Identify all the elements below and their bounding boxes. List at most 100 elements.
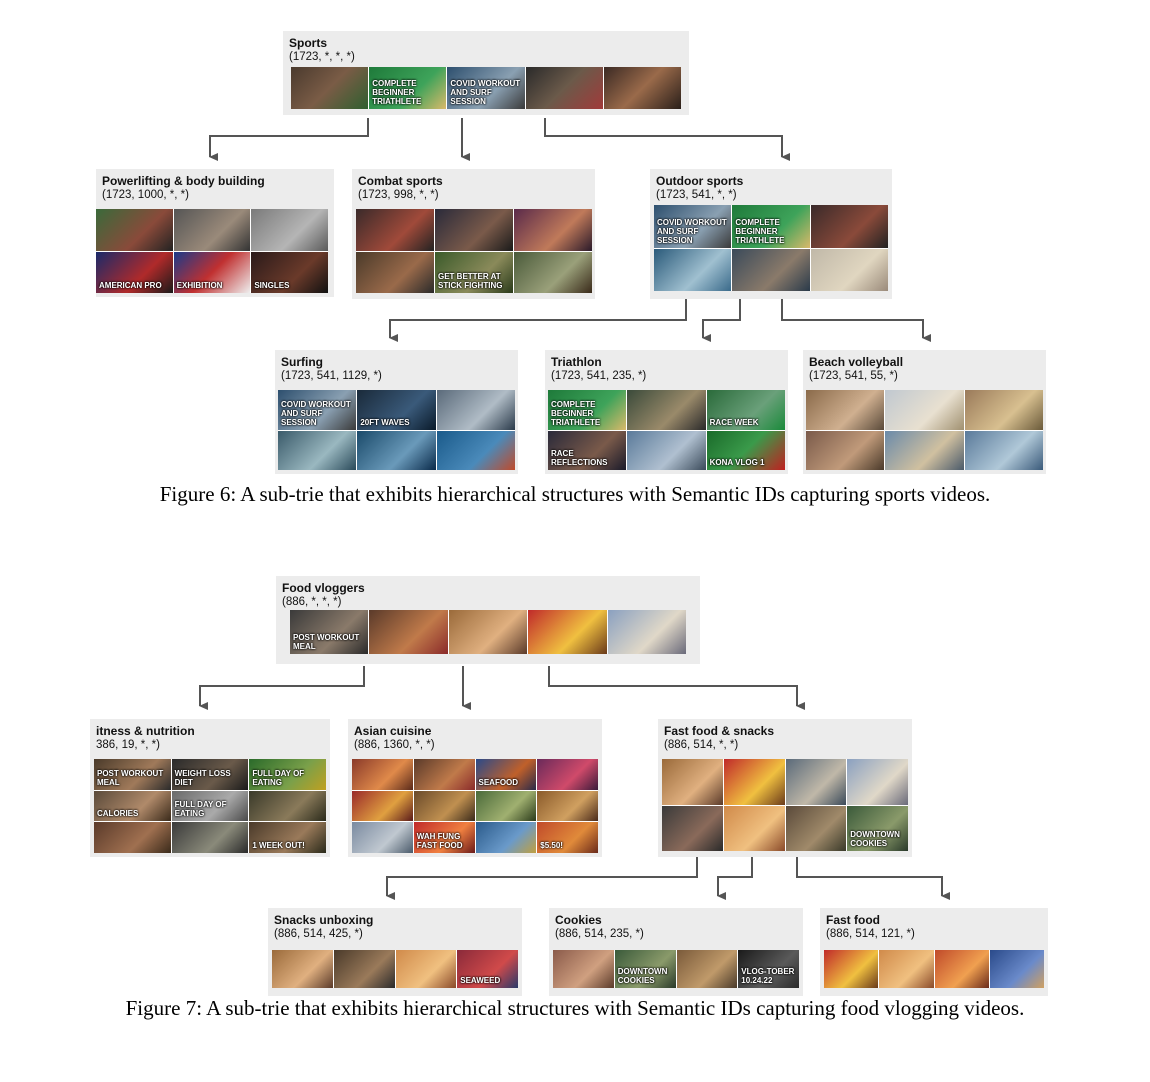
video-thumbnail: Calories <box>94 790 171 822</box>
video-thumbnail <box>356 251 434 293</box>
video-thumbnail: Seafood <box>475 759 537 790</box>
node-title: Fast food <box>826 913 880 927</box>
thumbnail-grid: Downtown cookies <box>662 759 908 851</box>
trie-node-powerlifting: Powerlifting & body building (1723, 1000… <box>96 169 334 297</box>
video-thumbnail: American Pro <box>96 251 173 293</box>
trie-node-asian-cuisine: Asian cuisine (886, 1360, *, *) Seafood … <box>348 719 602 857</box>
video-thumbnail <box>810 205 888 248</box>
thumbnail-grid: Covid workout and surf session 20ft wave… <box>278 390 515 470</box>
video-thumbnail: Exhibition <box>173 251 251 293</box>
semantic-id: (886, 514, *, *) <box>664 739 739 751</box>
video-thumbnail <box>885 390 964 430</box>
video-thumbnail <box>537 759 598 790</box>
video-thumbnail: Complete beginner triathlete <box>548 390 627 430</box>
video-thumbnail <box>278 430 357 470</box>
video-thumbnail: Singles <box>251 251 328 293</box>
video-thumbnail <box>824 950 879 988</box>
video-thumbnail: 20ft waves <box>357 390 436 430</box>
video-thumbnail <box>251 209 328 251</box>
video-thumbnail: Kona vlog 1 <box>706 430 785 470</box>
video-thumbnail <box>413 759 475 790</box>
trie-node-cookies: Cookies (886, 514, 235, *) Downtown cook… <box>549 908 803 996</box>
video-thumbnail: Post workout meal <box>94 759 171 790</box>
video-thumbnail: Vlog-tober 10.24.22 <box>738 950 799 988</box>
semantic-id: (1723, *, *, *) <box>289 51 355 63</box>
video-thumbnail: Covid workout and surf session <box>654 205 732 248</box>
figure-caption: Figure 6: A sub-trie that exhibits hiera… <box>159 482 991 506</box>
arrow-fastfood-to-fast-food <box>796 857 950 900</box>
trie-node-outdoor-sports: Outdoor sports (1723, 541, *, *) Covid w… <box>650 169 892 299</box>
video-thumbnail <box>654 248 732 291</box>
video-thumbnail <box>806 430 885 470</box>
trie-node-fast-food-snacks: Fast food & snacks (886, 514, *, *) Down… <box>658 719 912 857</box>
video-thumbnail <box>249 790 326 822</box>
semantic-id: (886, 514, 235, *) <box>555 928 644 940</box>
video-thumbnail: Race reflections <box>548 430 627 470</box>
video-thumbnail <box>333 950 395 988</box>
trie-node-sports: Sports (1723, *, *, *) Complete beginner… <box>283 31 689 115</box>
video-thumbnail <box>810 248 888 291</box>
video-thumbnail <box>525 67 603 109</box>
video-thumbnail: $5.50! <box>537 822 598 853</box>
node-title: Powerlifting & body building <box>102 174 265 188</box>
video-thumbnail <box>627 390 706 430</box>
arrow-sports-to-outdoor <box>544 118 790 161</box>
video-thumbnail <box>514 251 592 293</box>
thumbnail-grid: Get better at stick fighting <box>356 209 592 293</box>
semantic-id: (1723, 541, 235, *) <box>551 370 647 382</box>
semantic-id: (1723, 541, *, *) <box>656 189 737 201</box>
node-title: itness & nutrition <box>96 724 195 738</box>
arrow-sports-to-powerlifting <box>209 118 369 161</box>
video-thumbnail <box>356 209 434 251</box>
video-thumbnail: 1 week out! <box>249 822 326 853</box>
thumbnail-grid: American Pro Exhibition Singles <box>96 209 328 293</box>
thumbnail-strip: Seaweed <box>272 950 518 988</box>
trie-node-triathlon: Triathlon (1723, 541, 235, *) Complete b… <box>545 350 788 474</box>
video-thumbnail <box>785 759 847 805</box>
video-thumbnail <box>94 822 171 853</box>
thumbnail-strip: Post workout meal <box>290 610 686 654</box>
video-thumbnail <box>435 209 513 251</box>
video-thumbnail <box>964 430 1043 470</box>
video-thumbnail <box>436 390 515 430</box>
video-thumbnail <box>171 822 249 853</box>
thumbnail-strip: Downtown cookies Vlog-tober 10.24.22 <box>553 950 799 988</box>
video-thumbnail: Weight loss diet <box>171 759 249 790</box>
thumbnail-grid: Complete beginner triathlete Race week R… <box>548 390 785 470</box>
arrow-food-to-fastfood-snacks <box>548 666 805 710</box>
video-thumbnail <box>352 790 413 822</box>
video-thumbnail <box>352 822 413 853</box>
video-thumbnail <box>723 759 785 805</box>
video-thumbnail: Covid workout and surf session <box>278 390 357 430</box>
video-thumbnail: Get better at stick fighting <box>435 251 513 293</box>
video-thumbnail <box>272 950 333 988</box>
video-thumbnail <box>413 790 475 822</box>
thumbnail-grid: Seafood Wah Fung fast food $5.50! <box>352 759 598 853</box>
arrow-fastfood-to-cookies <box>717 857 753 900</box>
trie-node-food-vloggers: Food vloggers (886, *, *, *) Post workou… <box>276 576 700 664</box>
video-thumbnail: Downtown cookies <box>847 805 908 851</box>
video-thumbnail <box>885 430 964 470</box>
semantic-id: (1723, 1000, *, *) <box>102 189 189 201</box>
trie-node-surfing: Surfing (1723, 541, 1129, *) Covid worko… <box>275 350 518 474</box>
video-thumbnail <box>989 950 1044 988</box>
video-thumbnail <box>475 790 537 822</box>
semantic-id: (1723, 998, *, *) <box>358 189 439 201</box>
video-thumbnail <box>514 209 592 251</box>
video-thumbnail <box>603 67 681 109</box>
arrow-food-to-fitness <box>199 666 365 710</box>
semantic-id: (1723, 541, 55, *) <box>809 370 898 382</box>
video-thumbnail: Complete beginner triathlete <box>369 67 447 109</box>
video-thumbnail <box>291 67 369 109</box>
node-title: Beach volleyball <box>809 355 904 369</box>
video-thumbnail <box>475 822 537 853</box>
video-thumbnail: Downtown cookies <box>614 950 676 988</box>
node-title: Outdoor sports <box>656 174 744 188</box>
semantic-id: (886, 1360, *, *) <box>354 739 435 751</box>
video-thumbnail <box>627 430 706 470</box>
node-title: Snacks unboxing <box>274 913 374 927</box>
video-thumbnail <box>676 950 738 988</box>
video-thumbnail <box>395 950 457 988</box>
video-thumbnail: Race week <box>706 390 785 430</box>
video-thumbnail <box>528 610 607 654</box>
